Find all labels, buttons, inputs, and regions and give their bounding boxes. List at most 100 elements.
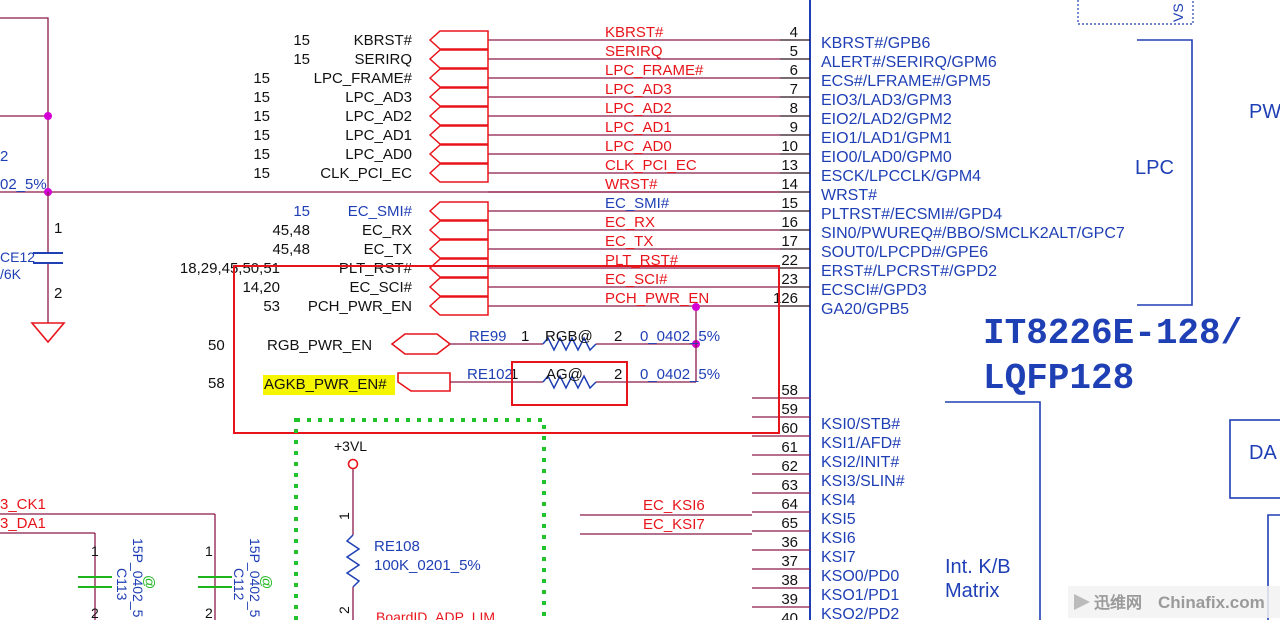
re99-part: RGB@: [545, 328, 593, 345]
signal-name: EC_SCI#: [349, 279, 412, 296]
watermark-bg: [1068, 586, 1280, 618]
net-label: WRST#: [605, 176, 658, 193]
rgb-ref: 50: [208, 337, 225, 354]
net-label: PLT_RST#: [605, 252, 679, 269]
power-3vl-label: +3VL: [334, 438, 367, 454]
c112-pin2: 2: [205, 605, 213, 620]
signal-ref: 15: [253, 89, 270, 106]
ksi-pin-number: 40: [781, 610, 798, 620]
re99-resistor: [542, 336, 597, 352]
agkb-net: AGKB_PWR_EN#: [264, 376, 387, 393]
ksi-pin-name: KSO2/PD2: [821, 606, 899, 620]
re99-pin1: 1: [521, 328, 529, 345]
chip-title-2: LQFP128: [983, 358, 1134, 399]
ksi-net-label: EC_KSI7: [643, 516, 705, 533]
signal-ref: 15: [253, 70, 270, 87]
port-symbol: [428, 239, 489, 259]
re102-ref: RE102: [467, 366, 513, 383]
ksi-pin-number: 36: [781, 534, 798, 551]
chip-title-1: IT8226E-128/: [983, 313, 1242, 354]
signal-name: PLT_RST#: [339, 260, 413, 277]
signal-name: PCH_PWR_EN: [308, 298, 412, 315]
pin-number: 5: [790, 43, 798, 60]
da-box: [1229, 419, 1280, 499]
ksi-pin-name: KSI2/INIT#: [821, 454, 899, 471]
pin-name: EIO3/LAD3/GPM3: [821, 92, 952, 109]
c113-ref: C113: [114, 568, 130, 601]
lpc-label: LPC: [1135, 157, 1174, 179]
re99-pin2: 2: [614, 328, 622, 345]
c113-pin2: 2: [91, 605, 99, 620]
net-label: LPC_AD1: [605, 119, 672, 136]
ksi-pin-name: KSI6: [821, 530, 856, 547]
junction-dot: [44, 112, 52, 120]
signal-name: LPC_AD0: [345, 146, 412, 163]
re108-val: 100K_0201_5%: [374, 557, 481, 574]
ksi-pin-number: 63: [781, 477, 798, 494]
pw-label: PW: [1249, 101, 1280, 123]
pin-name: SOUT0/LPCPD#/GPE6: [821, 244, 988, 261]
watermark-cn: 迅维网: [1094, 593, 1142, 612]
port-symbol: [428, 106, 489, 126]
ksi-pin-name: KSI0/STB#: [821, 416, 900, 433]
signal-ref: 15: [293, 203, 310, 220]
da1-net: 3_DA1: [0, 515, 46, 532]
agkb-highlight: [263, 375, 395, 395]
pin-number: 8: [790, 100, 798, 117]
signal-name: SERIRQ: [354, 51, 412, 68]
net-label: LPC_AD0: [605, 138, 672, 155]
net-label: EC_SMI#: [605, 195, 670, 212]
port-symbol: [428, 296, 489, 316]
pin-number: 9: [790, 119, 798, 136]
cap-ref: CE12: [0, 249, 35, 265]
left-r-pkg: 02_5%: [0, 176, 47, 193]
ck1-net: 3_CK1: [0, 496, 46, 513]
net-label: EC_RX: [605, 214, 655, 231]
keyboard-matrix-pins: 5859KSI0/STB#60KSI1/AFD#61KSI2/INIT#62KS…: [580, 382, 905, 620]
ksi-pin-name: KSI4: [821, 492, 856, 509]
pin-name: EIO1/LAD1/GPM1: [821, 130, 952, 147]
signal-ref: 14,20: [242, 279, 280, 296]
cap-val: /6K: [0, 266, 22, 282]
net-label: PCH_PWR_EN: [605, 290, 709, 307]
net-label: EC_SCI#: [605, 271, 668, 288]
ksi-pin-name: KSI7: [821, 549, 856, 566]
net-label: LPC_AD2: [605, 100, 672, 117]
cap-pin1: 1: [54, 220, 62, 237]
ksi-pin-number: 58: [781, 382, 798, 399]
pin-name: EIO0/LAD0/GPM0: [821, 149, 952, 166]
ksi-pin-name: KSI5: [821, 511, 856, 528]
cap-pin2: 2: [54, 285, 62, 302]
junction-dot: [692, 303, 700, 311]
pin-name: ALERT#/SERIRQ/GPM6: [821, 54, 997, 71]
pin-number: 13: [781, 157, 798, 174]
net-label: LPC_AD3: [605, 81, 672, 98]
rgb-port-symbol: [390, 333, 452, 355]
ksi-pin-name: KSI3/SLIN#: [821, 473, 905, 490]
signal-ref: 53: [263, 298, 280, 315]
vs-label: VS: [1170, 3, 1186, 22]
intkb-label-1: Int. K/B: [945, 556, 1011, 578]
c112-ref: C112: [231, 568, 247, 601]
signal-ref: 45,48: [272, 222, 310, 239]
port-symbol: [428, 258, 489, 278]
re108-pin2: 2: [336, 606, 352, 614]
re99-ref: RE99: [469, 328, 507, 345]
pin-number: 16: [781, 214, 798, 231]
signal-name: CLK_PCI_EC: [320, 165, 412, 182]
ksi-pin-number: 64: [781, 496, 798, 513]
signal-ref: 15: [293, 51, 310, 68]
signal-name: EC_SMI#: [348, 203, 413, 220]
net-label: KBRST#: [605, 24, 664, 41]
power-3vl-symbol: [347, 458, 359, 470]
port-symbol: [428, 30, 489, 50]
ksi-pin-number: 65: [781, 515, 798, 532]
pin-name: ERST#/LPCRST#/GPD2: [821, 263, 997, 280]
signal-name: LPC_FRAME#: [314, 70, 413, 87]
c112-val: 15P_0402_5: [247, 538, 263, 618]
pin-name: ECS#/LFRAME#/GPM5: [821, 73, 991, 90]
net-label: LPC_FRAME#: [605, 62, 704, 79]
re102-pin1: 1: [510, 366, 518, 383]
pin-name: KBRST#/GPB6: [821, 35, 930, 52]
watermark-logo: [1074, 594, 1090, 610]
